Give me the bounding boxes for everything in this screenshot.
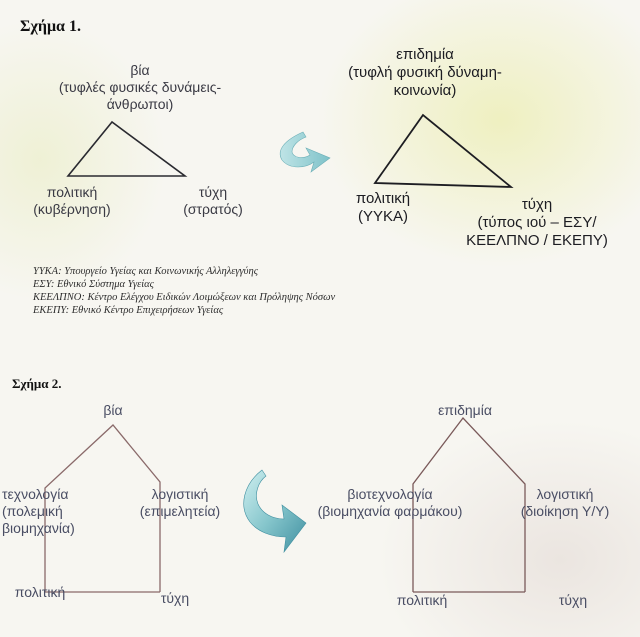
label-line: πολιτική — [46, 184, 98, 200]
label-line: λογιστική — [151, 486, 209, 502]
label-line: (τύπος ιού – ΕΣΥ/ — [477, 214, 597, 231]
figure2-left-left-label: τεχνολογία (πολεμική βιομηχανία) — [2, 486, 86, 537]
figure2-left-bottom-right-label: τύχη — [160, 590, 190, 606]
label-line: (τυφλή φυσική δύναμη- — [348, 64, 502, 81]
curved-arrow-icon — [279, 131, 331, 173]
label-line: (ΥΥΚΑ) — [357, 208, 408, 225]
label-line: (κυβέρνηση) — [33, 201, 111, 217]
figure2-right-right-label: λογιστική (διοίκηση Υ/Υ) — [500, 486, 630, 520]
figure1-title: Σχήμα 1. — [20, 18, 81, 35]
figure2-right-house — [412, 416, 526, 592]
label-line: άνθρωποι) — [106, 96, 174, 112]
figure2-right-top-label: επιδημία — [438, 402, 492, 418]
label-line: (διοίκηση Υ/Υ) — [520, 503, 610, 519]
legend-line: ΕΚΕΠΥ: Εθνικό Κέντρο Επιχειρήσεων Υγείας — [33, 305, 224, 316]
figure2-left-house — [44, 424, 161, 592]
figure1-left-bottom-left-label: πολιτική (κυβέρνηση) — [22, 184, 122, 218]
legend-line: ΕΣΥ: Εθνικό Σύστημα Υγείας — [33, 279, 154, 290]
figure1-legend: ΥΥΚΑ: Υπουργείο Υγείας και Κοινωνικής Αλ… — [33, 265, 335, 317]
label-line: κοινωνία) — [393, 82, 457, 99]
label-line: λογιστική — [536, 486, 594, 502]
figure1-left-bottom-right-label: τύχη (στρατός) — [168, 184, 258, 218]
figure2-right-left-label: βιοτεχνολογία (βιομηχανία φαρμάκου) — [300, 486, 480, 520]
figure2-left-bottom-left-label: πολιτική — [14, 584, 66, 600]
label-line: επιδημία — [396, 46, 454, 63]
legend-line: ΥΥΚΑ: Υπουργείο Υγείας και Κοινωνικής Αλ… — [33, 266, 258, 277]
label-line: βία — [130, 62, 150, 78]
figure2-right-bottom-left-label: πολιτική — [396, 592, 448, 608]
figure2-title: Σχήμα 2. — [12, 376, 62, 391]
figure2-left-top-label: βία — [103, 402, 123, 418]
label-line: (βιομηχανία φαρμάκου) — [317, 503, 463, 519]
figure1-right-top-label: επιδημία (τυφλή φυσική δύναμη- κοινωνία) — [330, 46, 520, 100]
label-line: βιοτεχνολογία — [347, 486, 433, 502]
label-line: (τυφλές φυσικές δυνάμεις- — [58, 79, 222, 95]
label-line: τύχη — [521, 196, 553, 213]
figure2-left-right-label: λογιστική (επιμελητεία) — [125, 486, 235, 520]
label-line: τύχη — [198, 184, 228, 200]
label-line: τεχνολογία — [2, 486, 69, 502]
label-line: (πολεμική — [2, 503, 63, 519]
label-line: πολιτική — [355, 190, 411, 207]
label-line: (στρατός) — [183, 201, 243, 217]
label-line: (επιμελητεία) — [139, 503, 221, 519]
figure1-left-triangle — [66, 120, 188, 177]
curved-arrow-icon — [243, 469, 307, 554]
figure2-right-bottom-right-label: τύχη — [558, 592, 588, 608]
figure1-right-bottom-left-label: πολιτική (ΥΥΚΑ) — [338, 190, 428, 226]
figure1-left-top-label: βία (τυφλές φυσικές δυνάμεις- άνθρωποι) — [35, 62, 245, 113]
legend-line: ΚΕΕΛΠΝΟ: Κέντρο Ελέγχου Ειδικών Λοιμώξεω… — [33, 292, 336, 303]
label-line: βιομηχανία) — [2, 520, 75, 536]
label-line: ΚΕΕΛΠΝΟ / ΕΚΕΠΥ) — [466, 232, 608, 249]
figure1-right-bottom-right-label: τύχη (τύπος ιού – ΕΣΥ/ ΚΕΕΛΠΝΟ / ΕΚΕΠΥ) — [442, 196, 632, 250]
figure1-right-triangle — [373, 113, 514, 188]
